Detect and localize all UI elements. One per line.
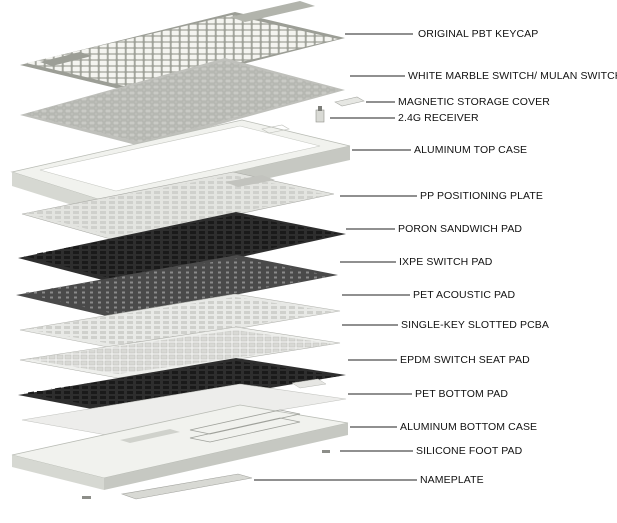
label-nameplate: NAMEPLATE — [420, 474, 484, 486]
nameplate-part — [120, 473, 253, 500]
poron-pad-part — [18, 212, 346, 284]
label-top-case: ALUMINUM TOP CASE — [414, 144, 528, 156]
pcba-part — [19, 326, 341, 379]
label-ixpe: IXPE SWITCH PAD — [399, 256, 493, 268]
label-receiver: 2.4G RECEIVER — [398, 112, 479, 124]
label-poron: PORON SANDWICH PAD — [398, 223, 523, 235]
epdm-pad-part — [18, 358, 346, 414]
pet-bottom-pad-part — [21, 378, 347, 438]
label-pet-bottom: PET BOTTOM PAD — [415, 388, 508, 400]
pet-acoustic-pad-part — [19, 293, 341, 350]
label-foot-pad: SILICONE FOOT PAD — [416, 445, 523, 457]
leader-lines — [254, 33, 417, 481]
label-storage: MAGNETIC STORAGE COVER — [398, 96, 550, 108]
label-keycap: ORIGINAL PBT KEYCAP — [418, 28, 539, 40]
storage-cover-part — [334, 96, 365, 107]
plate-part — [21, 171, 335, 241]
label-plate: PP POSITIONING PLATE — [420, 190, 543, 202]
receiver-part — [315, 106, 325, 123]
label-switch: WHITE MARBLE SWITCH/ MULAN SWITCH — [408, 70, 617, 82]
label-pet-acoustic: PET ACOUSTIC PAD — [413, 289, 516, 301]
foot-pad-part — [82, 450, 330, 499]
bottom-case-part — [11, 404, 349, 490]
label-bottom-case: ALUMINUM BOTTOM CASE — [400, 421, 538, 433]
ixpe-pad-part — [16, 255, 338, 318]
label-epdm: EPDM SWITCH SEAT PAD — [400, 354, 530, 366]
label-pcba: SINGLE-KEY SLOTTED PCBA — [401, 319, 549, 331]
switch-layer — [20, 58, 345, 146]
